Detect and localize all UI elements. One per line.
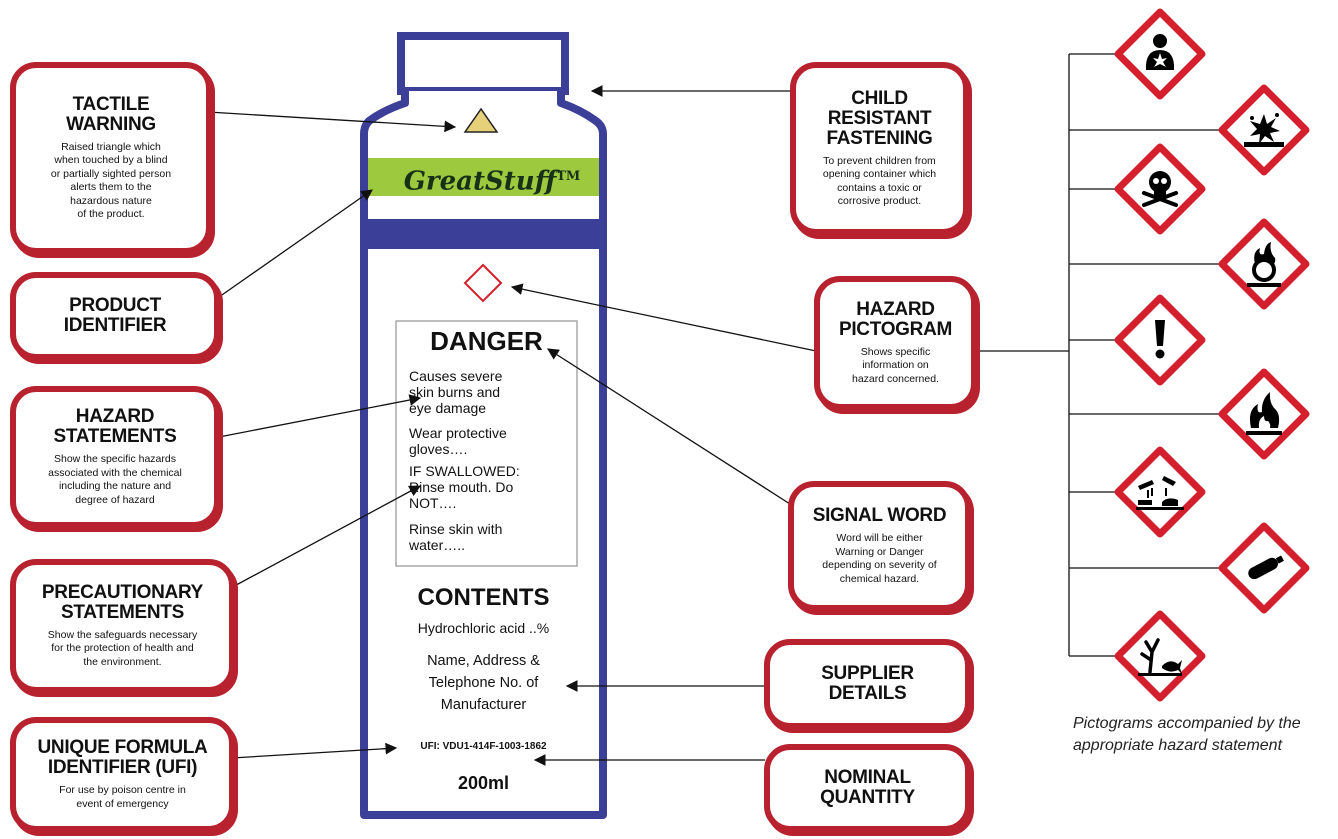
product-identifier-bar	[368, 158, 599, 196]
hazard-statement-text: Causes severe skin burns and eye damage	[409, 368, 503, 416]
arrow-hazard-statements	[218, 394, 422, 438]
arrow-precautionary	[226, 485, 422, 591]
callout-tactile-warning: TACTILE WARNING Raised triangle which wh…	[10, 62, 212, 254]
callout-hazard-statements: HAZARD STATEMENTS Show the specific haza…	[10, 386, 220, 528]
health-hazard-icon	[1114, 8, 1206, 100]
pictogram-column	[1114, 8, 1310, 702]
callout-precautionary-statements: PRECAUTIONARY STATEMENTS Show the safegu…	[10, 559, 235, 693]
callout-hazard-pictogram: HAZARD PICTOGRAM Shows specific informat…	[814, 276, 977, 410]
product-brand: GreatStuffTM	[392, 160, 592, 199]
callout-description: Raised triangle which when touched by a …	[50, 140, 172, 221]
precautionary-statement-2: IF SWALLOWED: Rinse mouth. Do NOT….	[409, 463, 520, 511]
arrow-tactile	[207, 111, 457, 133]
callout-signal-word: SIGNAL WORD Word will be either Warning …	[788, 481, 971, 611]
arrow-signal	[547, 348, 791, 505]
callout-product-identifier: PRODUCT IDENTIFIER	[10, 272, 220, 360]
oxidising-icon	[1218, 218, 1310, 310]
callout-title: NOMINAL QUANTITY	[820, 767, 915, 808]
callout-title: TACTILE WARNING	[66, 93, 156, 135]
bottle-cap	[397, 32, 569, 95]
callout-supplier-details: SUPPLIER DETAILS	[764, 639, 971, 729]
callout-title: CHILD RESISTANT FASTENING	[826, 87, 933, 149]
pictogram-bracket	[977, 53, 1222, 657]
arrow-pictogram	[510, 283, 817, 352]
corrosive-icon	[1114, 446, 1206, 538]
callout-title: UNIQUE FORMULA IDENTIFIER (UFI)	[37, 737, 208, 778]
contents-title: CONTENTS	[417, 584, 550, 611]
callout-title: SUPPLIER DETAILS	[821, 663, 914, 704]
ufi-code: UFI: VDU1-414F-1003-1862	[420, 741, 547, 752]
callout-description: Shows specific information on hazard con…	[852, 345, 939, 385]
pictograms-note: Pictograms accompanied by the appropriat…	[1073, 715, 1301, 754]
exclamation-icon	[1114, 294, 1206, 386]
bottle	[360, 32, 607, 819]
precautionary-statement-3: Rinse skin with water…..	[409, 521, 503, 553]
arrow-ufi	[231, 742, 398, 759]
bottle-body	[360, 91, 607, 819]
callout-description: Show the specific hazards associated wit…	[48, 453, 182, 506]
callout-description: Word will be either Warning or Danger de…	[822, 532, 937, 585]
supplier-text: Name, Address & Telephone No. of Manufac…	[427, 653, 540, 713]
arrow-product	[218, 189, 373, 298]
callout-title: PRECAUTIONARY STATEMENTS	[41, 581, 204, 623]
trademark: TM	[556, 169, 581, 184]
contents-value: Hydrochloric acid ..%	[417, 620, 550, 636]
flammable-icon	[1218, 368, 1310, 460]
signal-word-danger: DANGER	[430, 326, 543, 356]
gas-cylinder-icon	[1218, 522, 1310, 614]
callout-ufi: UNIQUE FORMULA IDENTIFIER (UFI) For use …	[10, 717, 235, 832]
callout-description: To prevent children from opening contain…	[822, 154, 937, 208]
tactile-triangle	[463, 107, 499, 133]
callout-description: Show the safeguards necessary for the pr…	[47, 628, 198, 668]
hazard-label-frame	[395, 320, 578, 567]
nominal-quantity-value: 200ml	[457, 773, 510, 793]
connectors	[207, 85, 817, 766]
explosive-icon	[1218, 84, 1310, 176]
environment-icon	[1114, 610, 1206, 702]
bottle-band	[368, 219, 599, 249]
callout-title: SIGNAL WORD	[812, 505, 947, 526]
precautionary-statement-1: Wear protective gloves….	[409, 425, 507, 457]
callout-description: For use by poison centre in event of eme…	[59, 784, 186, 810]
callout-title: HAZARD STATEMENTS	[53, 406, 177, 447]
callout-title: HAZARD PICTOGRAM	[838, 298, 953, 340]
pictogram-placeholder	[463, 263, 503, 303]
product-brand-name: GreatStuff	[403, 166, 557, 197]
callout-child-resistant-fastening: CHILD RESISTANT FASTENING To prevent chi…	[790, 62, 969, 235]
callout-nominal-quantity: NOMINAL QUANTITY	[764, 744, 971, 832]
toxic-skull-icon	[1114, 143, 1206, 235]
callout-title: PRODUCT IDENTIFIER	[63, 295, 167, 336]
